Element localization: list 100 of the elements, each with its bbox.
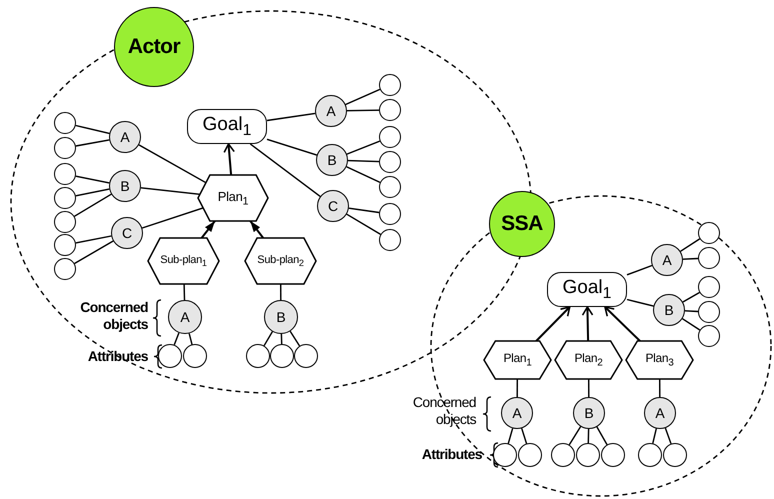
attribute-circle: [54, 112, 76, 134]
connector-line: [142, 207, 204, 229]
attribute-circle: [54, 163, 76, 185]
attribute-circle: [493, 443, 517, 467]
attribute-circle: [54, 187, 76, 209]
connector-line: [568, 426, 582, 446]
connector-line: [348, 208, 380, 214]
goal-box: Goal$_{1}$: [187, 109, 267, 144]
connector-line: [682, 292, 700, 303]
attribute-circle: [294, 344, 318, 368]
connector-line: [76, 139, 110, 147]
agent-circle: SSA: [489, 191, 555, 257]
connector-line: [682, 258, 698, 260]
connector-line: [626, 298, 654, 307]
connector-line: [264, 331, 273, 346]
attribute-circle: [518, 443, 542, 467]
connector-line: [682, 318, 700, 331]
attribute-circle: [54, 211, 76, 233]
connector-line: [652, 428, 657, 444]
connector-line: [684, 310, 698, 312]
connector-line: [596, 426, 608, 445]
connector-line: [140, 187, 200, 195]
connector-line: [76, 176, 110, 184]
attribute-circle: [663, 443, 687, 467]
object-circle: B: [573, 397, 605, 429]
side-label: Attributes: [420, 446, 482, 463]
plan-hexagon: Plan$_{2}$: [555, 341, 622, 379]
connector-line: [508, 428, 514, 444]
arrow: [535, 306, 570, 342]
attribute-circle: [379, 126, 401, 148]
object-circle: B: [316, 144, 348, 176]
attribute-circle: [379, 176, 401, 198]
attribute-circle: [183, 344, 207, 368]
connector-line: [345, 88, 380, 106]
connector-line: [280, 284, 282, 300]
attribute-circle: [379, 229, 401, 251]
attribute-circle: [246, 344, 270, 368]
attribute-circle: [576, 443, 600, 467]
side-label: Attributes: [86, 348, 148, 365]
attribute-circle: [379, 151, 401, 173]
arrow: [200, 220, 216, 239]
object-circle: A: [109, 121, 141, 153]
connector-line: [659, 379, 660, 397]
arrow: [604, 306, 641, 342]
connector-line: [188, 333, 193, 345]
attribute-circle: [54, 137, 76, 159]
plan-hexagon: Plan$_{1}$: [198, 175, 268, 221]
arrow: [250, 220, 264, 239]
attribute-circle: [158, 344, 182, 368]
arrow: [223, 143, 235, 176]
arrow: [582, 306, 594, 342]
attribute-circle: [698, 276, 720, 298]
connector-line: [74, 194, 112, 217]
attribute-circle: [379, 74, 401, 96]
attribute-circle: [379, 203, 401, 225]
side-label: Concerned objects: [79, 299, 148, 333]
connector-line: [76, 188, 110, 196]
connector-line: [76, 235, 112, 244]
connector-line: [183, 284, 186, 300]
object-circle: A: [315, 95, 347, 127]
connector-line: [348, 160, 380, 162]
attribute-circle: [54, 234, 76, 256]
attribute-circle: [54, 258, 76, 280]
object-circle: B: [264, 300, 298, 334]
attribute-circle: [379, 99, 401, 121]
connector-line: [680, 238, 700, 252]
object-circle: C: [111, 217, 143, 249]
connector-line: [76, 124, 110, 134]
object-circle: B: [653, 294, 685, 326]
side-label: Concerned objects: [412, 394, 476, 428]
connector-line: [250, 143, 321, 197]
attribute-circle: [698, 222, 720, 244]
connector-line: [74, 240, 114, 264]
connector-line: [346, 110, 380, 112]
connector-line: [266, 112, 316, 122]
object-circle: C: [317, 190, 349, 222]
plan-hexagon: Plan$_{3}$: [626, 341, 693, 379]
attribute-circle: [601, 443, 625, 467]
object-circle: A: [651, 244, 683, 276]
plan-hexagon: Sub-plan$_{1}$: [148, 238, 219, 284]
connector-line: [626, 264, 652, 276]
connector-line: [588, 428, 590, 444]
connector-line: [280, 334, 282, 344]
connector-line: [266, 138, 318, 156]
object-circle: A: [501, 397, 533, 429]
attribute-circle: [698, 247, 720, 269]
connector-line: [516, 379, 518, 397]
connector-line: [588, 379, 590, 397]
connector-line: [664, 428, 672, 444]
attribute-circle: [638, 443, 662, 467]
attribute-circle: [270, 344, 294, 368]
connector-line: [346, 140, 380, 155]
plan-hexagon: Plan$_{1}$: [484, 341, 551, 379]
connector-line: [521, 428, 528, 444]
attribute-circle: [698, 325, 720, 347]
object-circle: A: [168, 300, 202, 334]
attribute-circle: [551, 443, 575, 467]
attribute-circle: [698, 301, 720, 323]
object-circle: B: [109, 170, 141, 202]
connector-line: [290, 330, 300, 346]
